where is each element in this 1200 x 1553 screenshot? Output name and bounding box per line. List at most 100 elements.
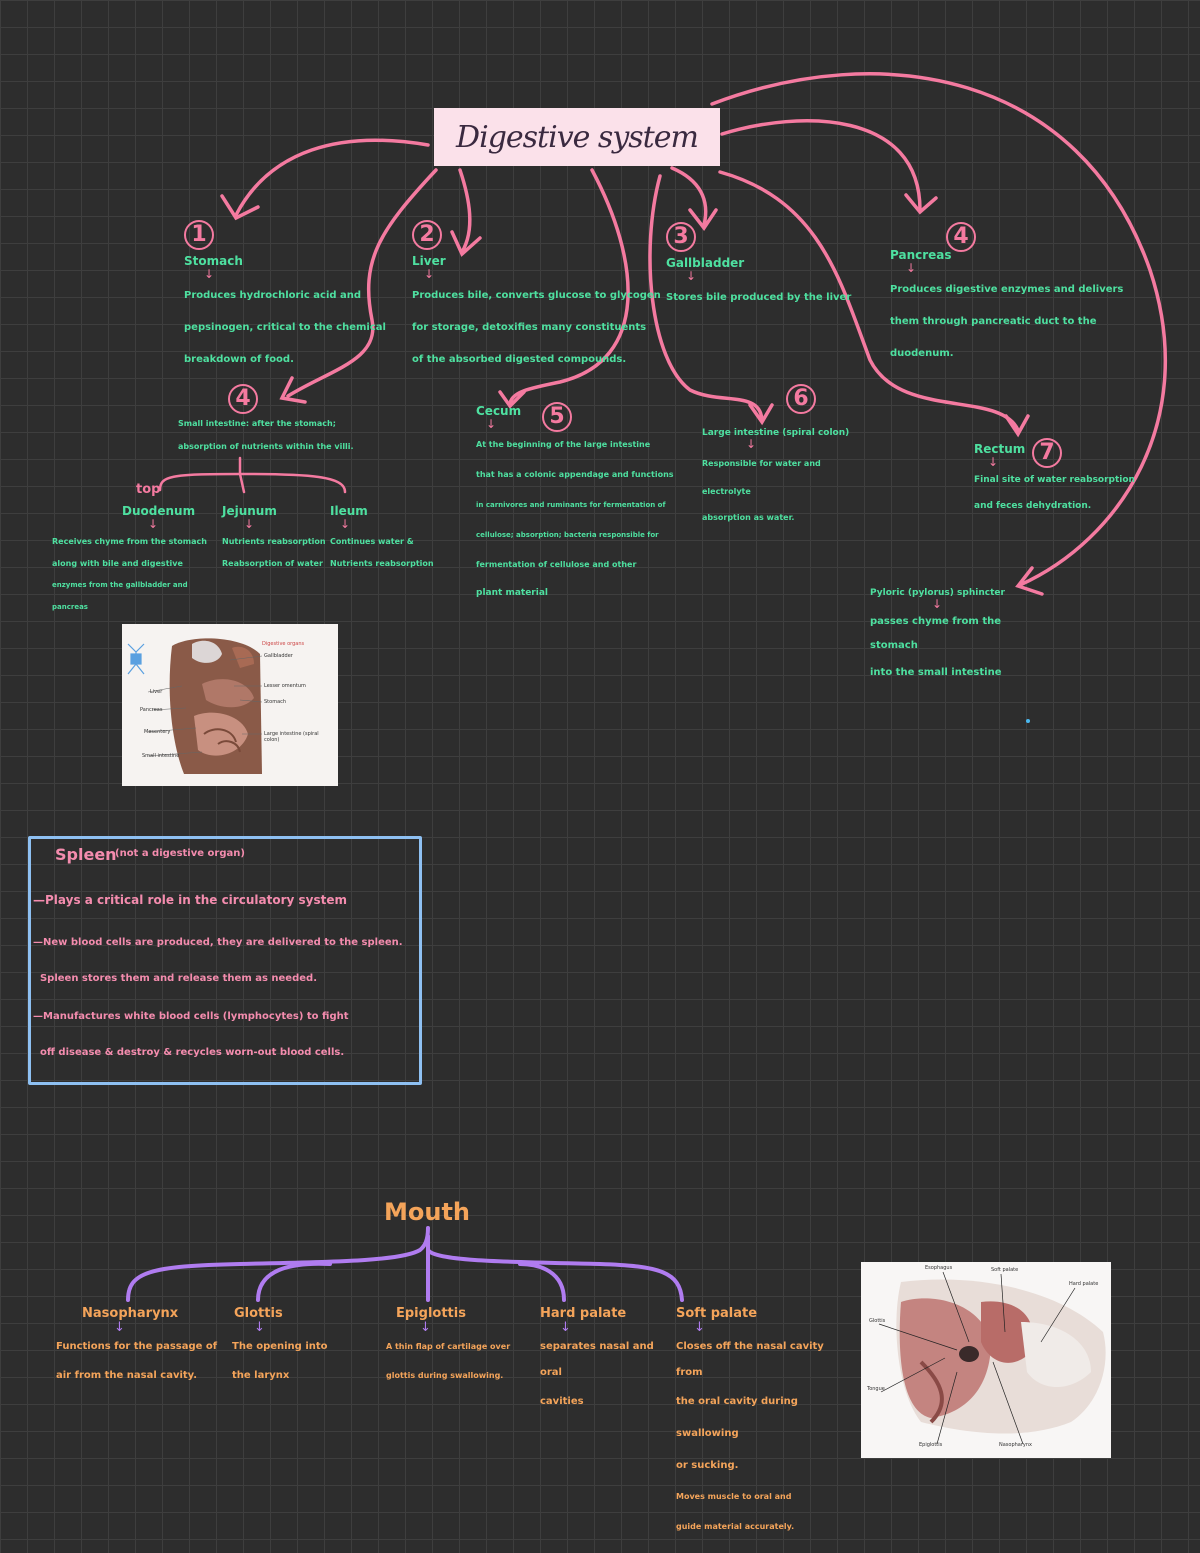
down-arrow-icon: ↓ <box>486 417 497 431</box>
number-badge: 3 <box>666 222 696 252</box>
number-badge: 4 <box>946 222 976 252</box>
node-pyloric: Pyloric (pylorus) sphincter ↓ passes chy… <box>870 588 1050 688</box>
page-title: Digestive system <box>456 119 699 155</box>
photo-label: Epiglottis <box>919 1442 943 1448</box>
photo-label: Gallbladder <box>264 653 293 659</box>
part-line: along with bile and digestive <box>52 559 183 568</box>
number-badge: 7 <box>1032 438 1062 468</box>
node-line: that has a colonic appendage and functio… <box>476 470 674 479</box>
part-line: or sucking. <box>676 1460 739 1471</box>
spleen-line: off disease & destroy & recycles worn-ou… <box>33 1047 345 1058</box>
down-arrow-icon: ↓ <box>340 517 351 531</box>
spleen-subtitle: (not a digestive organ) <box>115 848 245 859</box>
node-line: At the beginning of the large intestine <box>476 440 651 449</box>
top-label: top <box>136 482 161 497</box>
node-large-intestine: Large intestine (spiral colon) ↓ Respons… <box>702 428 862 530</box>
photo-label: Tongue <box>867 1386 885 1392</box>
down-arrow-icon: ↓ <box>932 597 943 611</box>
part-line: The opening into <box>232 1341 328 1352</box>
part-line: the oral cavity during swallowing <box>676 1396 798 1439</box>
photo-label: Soft palate <box>991 1267 1019 1273</box>
part-jejunum: Jejunum ↓ Nutrients reabsorption Reabsor… <box>222 504 332 574</box>
part-line: Nutrients reabsorption <box>330 559 434 568</box>
photo-label: Small intestine <box>142 753 180 759</box>
photo-label: Nasopharynx <box>999 1442 1033 1448</box>
mouth-part-soft-palate: Soft palate ↓ Closes off the nasal cavit… <box>676 1306 846 1542</box>
node-line: into the small intestine <box>870 667 1002 678</box>
node-heading: Pyloric (pylorus) sphincter <box>870 588 1005 598</box>
mouth-part-glottis: Glottis ↓ The opening into the larynx <box>232 1306 332 1392</box>
node-line: Responsible for water and electrolyte <box>702 459 821 496</box>
part-heading: Duodenum <box>122 504 196 518</box>
node-line: Produces digestive enzymes and delivers <box>890 284 1124 295</box>
photo-label: Pancreas <box>140 707 163 713</box>
oral-cavity-illustration <box>861 1262 1111 1458</box>
part-heading: Jejunum <box>222 504 277 518</box>
mouth-title: Mouth <box>384 1198 471 1226</box>
node-cecum: Cecum ↓ At the beginning of the large in… <box>476 404 676 606</box>
part-line: guide material accurately. <box>676 1522 795 1531</box>
photo-label: Glottis <box>869 1318 886 1324</box>
node-line: fermentation of cellulose and other <box>476 560 637 569</box>
node-line: absorption of nutrients within the villi… <box>178 442 354 451</box>
spleen-line: Spleen stores them and release them as n… <box>33 973 317 984</box>
part-line: Nutrients reabsorption <box>222 537 326 546</box>
node-stomach: 1 Stomach ↓ Produces hydrochloric acid a… <box>184 220 386 376</box>
part-heading: Ileum <box>330 504 368 518</box>
node-heading: Large intestine (spiral colon) <box>702 428 850 438</box>
photo-label: Lesser omentum <box>264 683 306 689</box>
node-rectum: Rectum ↓ Final site of water reabsorptio… <box>974 442 1144 520</box>
number-badge: 4 <box>228 384 258 414</box>
node-heading: Gallbladder <box>666 256 745 270</box>
part-heading: Glottis <box>234 1306 283 1321</box>
number-badge: 2 <box>412 220 442 250</box>
part-heading: Epiglottis <box>396 1306 466 1321</box>
node-heading: Liver <box>412 254 446 268</box>
node-line: Small intestine: after the stomach; <box>178 419 336 428</box>
node-line: cellulose; absorption; bacteria responsi… <box>476 531 659 539</box>
number-badge: 5 <box>542 402 572 432</box>
spleen-line: —Plays a critical role in the circulator… <box>33 893 347 907</box>
oral-cavity-photo: Esophagus Soft palate Hard palate Glotti… <box>861 1262 1111 1458</box>
part-line: the larynx <box>232 1370 290 1381</box>
node-line: Produces hydrochloric acid and <box>184 290 362 301</box>
photo-label: Mesentery <box>144 729 171 735</box>
part-line: enzymes from the gallbladder and pancrea… <box>52 581 188 611</box>
down-arrow-icon: ↓ <box>244 517 255 531</box>
number-badge: 6 <box>786 384 816 414</box>
spleen-title: Spleen <box>55 845 117 864</box>
photo-title: Digestive organs <box>262 641 305 647</box>
node-line: Produces bile, converts glucose to glyco… <box>412 290 661 301</box>
part-line: cavities <box>540 1396 584 1407</box>
node-line: of the absorbed digested compounds. <box>412 354 627 365</box>
down-arrow-icon: ↓ <box>694 1320 705 1335</box>
node-pancreas: 4 Pancreas ↓ Produces digestive enzymes … <box>890 222 1150 370</box>
node-line: absorption as water. <box>702 513 795 522</box>
node-line: Stores bile produced by the liver <box>666 292 852 303</box>
node-line: them through pancreatic duct to the <box>890 316 1097 327</box>
mouth-part-nasopharynx: Nasopharynx ↓ Functions for the passage … <box>56 1306 226 1392</box>
down-arrow-icon: ↓ <box>906 261 917 275</box>
digestive-organs-illustration <box>122 624 338 786</box>
node-line: and feces dehydration. <box>974 501 1092 511</box>
down-arrow-icon: ↓ <box>746 437 757 451</box>
down-arrow-icon: ↓ <box>560 1320 571 1335</box>
node-line: in carnivores and ruminants for fermenta… <box>476 501 666 509</box>
node-line: pepsinogen, critical to the chemical <box>184 322 386 333</box>
down-arrow-icon: ↓ <box>114 1320 125 1335</box>
node-heading: Pancreas <box>890 248 952 262</box>
part-line: separates nasal and oral <box>540 1341 654 1378</box>
digestive-organs-photo: Digestive organs Gallbladder Liver Lesse… <box>122 624 338 786</box>
spleen-note-box: Spleen (not a digestive organ) —Plays a … <box>28 836 422 1085</box>
node-heading: Rectum <box>974 442 1026 456</box>
part-duodenum: Duodenum ↓ Receives chyme from the stoma… <box>52 504 222 618</box>
part-line: A thin flap of cartilage over <box>386 1342 511 1351</box>
node-heading: Stomach <box>184 254 243 268</box>
node-gallbladder: 3 Gallbladder ↓ Stores bile produced by … <box>666 222 851 314</box>
photo-label: Stomach <box>264 699 287 705</box>
down-arrow-icon: ↓ <box>686 269 697 283</box>
spleen-line: —Manufactures white blood cells (lymphoc… <box>33 1011 349 1022</box>
part-ileum: Ileum ↓ Continues water & Nutrients reab… <box>330 504 440 574</box>
down-arrow-icon: ↓ <box>204 267 215 281</box>
number-badge: 1 <box>184 220 214 250</box>
